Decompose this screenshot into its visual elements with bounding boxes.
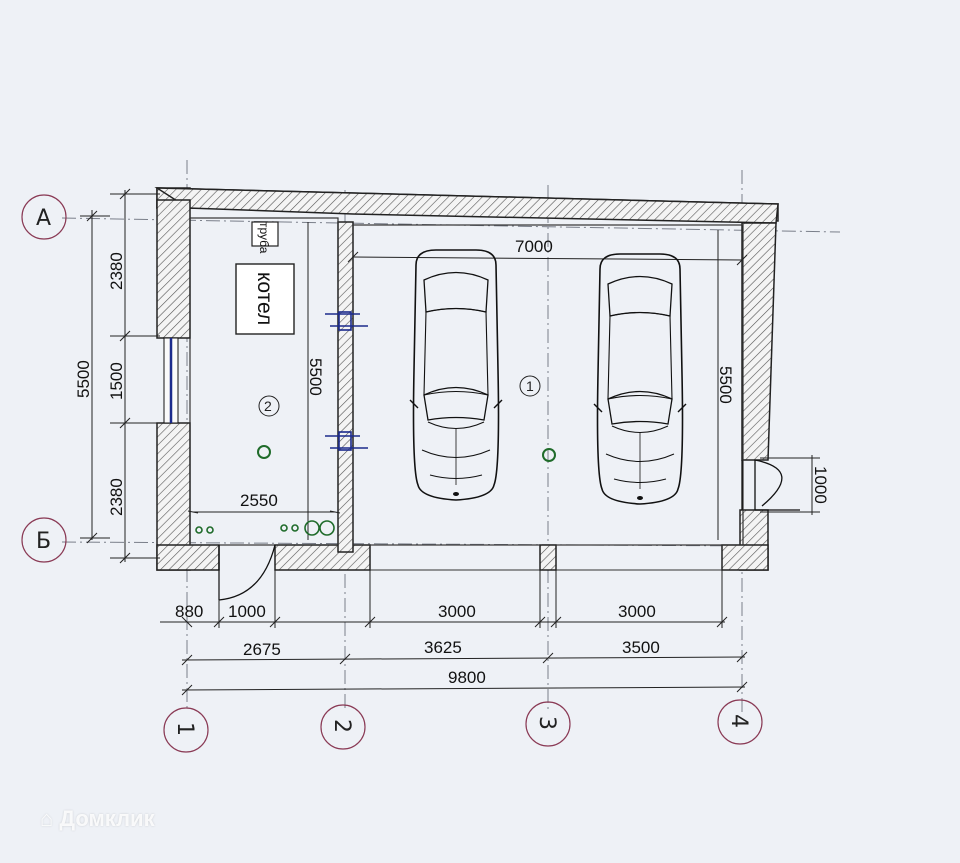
fixtures-bottom	[195, 520, 335, 536]
pipe-label: труба	[257, 222, 271, 254]
drain-room2	[257, 445, 271, 459]
axis-label-1: 1	[172, 722, 197, 736]
axis-marker-b: Б	[21, 517, 67, 563]
axis-marker-4: 4	[717, 699, 763, 745]
room2-dims	[187, 222, 341, 540]
window-left	[163, 337, 179, 424]
dim-total-9800: 9800	[448, 668, 486, 687]
dim-room2-width: 2550	[240, 491, 278, 510]
axis-marker-1: 1	[163, 707, 209, 753]
door-side	[741, 459, 800, 511]
dim-room2-height: 5500	[306, 358, 325, 396]
watermark: ⌂ Домклик	[40, 806, 155, 832]
axis-marker-a: А	[21, 194, 67, 240]
boiler-room	[189, 217, 339, 546]
watermark-text: Домклик	[59, 806, 155, 831]
axis-label-4: 4	[726, 714, 751, 728]
dim-bottom-880: 880	[175, 602, 203, 621]
drain-garage	[542, 448, 556, 462]
car-right	[593, 253, 687, 505]
bottom-dims	[160, 570, 748, 696]
vent-units	[325, 311, 368, 451]
left-dims	[80, 188, 160, 564]
dim-bottom-3000-b: 3000	[618, 602, 656, 621]
door-boiler	[218, 544, 276, 601]
room1-marker: 1	[519, 375, 541, 397]
axis-marker-3: 3	[525, 701, 571, 747]
garage-room	[352, 224, 744, 546]
dim-axis-3625: 3625	[424, 638, 462, 657]
dim-bottom-1000: 1000	[228, 602, 266, 621]
axis-marker-2: 2	[320, 704, 366, 750]
room2-number: 2	[264, 398, 272, 414]
dim-left-1500: 1500	[107, 362, 126, 400]
garage-gates	[370, 544, 722, 571]
dim-side-door: 1000	[811, 466, 830, 504]
axis-label-3: 3	[534, 716, 559, 730]
dim-left-2380-bottom: 2380	[107, 478, 126, 516]
car-left	[409, 249, 503, 501]
boiler-label: котел	[253, 272, 276, 325]
dim-garage-width: 7000	[515, 237, 553, 256]
dim-garage-height: 5500	[716, 366, 735, 404]
watermark-icon: ⌂	[40, 806, 54, 831]
dim-bottom-3000-a: 3000	[438, 602, 476, 621]
axis-label-2: 2	[329, 719, 354, 733]
pipe-block: труба	[251, 221, 279, 254]
boiler: котел	[235, 263, 295, 335]
dim-axis-2675: 2675	[243, 640, 281, 659]
room2-marker: 2	[258, 395, 280, 417]
dim-left-5500: 5500	[74, 360, 93, 398]
walls	[154, 187, 779, 571]
dim-axis-3500: 3500	[622, 638, 660, 657]
axis-label-a: А	[36, 206, 51, 231]
dim-left-2380-top: 2380	[107, 252, 126, 290]
axis-label-b: Б	[36, 529, 51, 554]
room1-number: 1	[526, 378, 534, 394]
